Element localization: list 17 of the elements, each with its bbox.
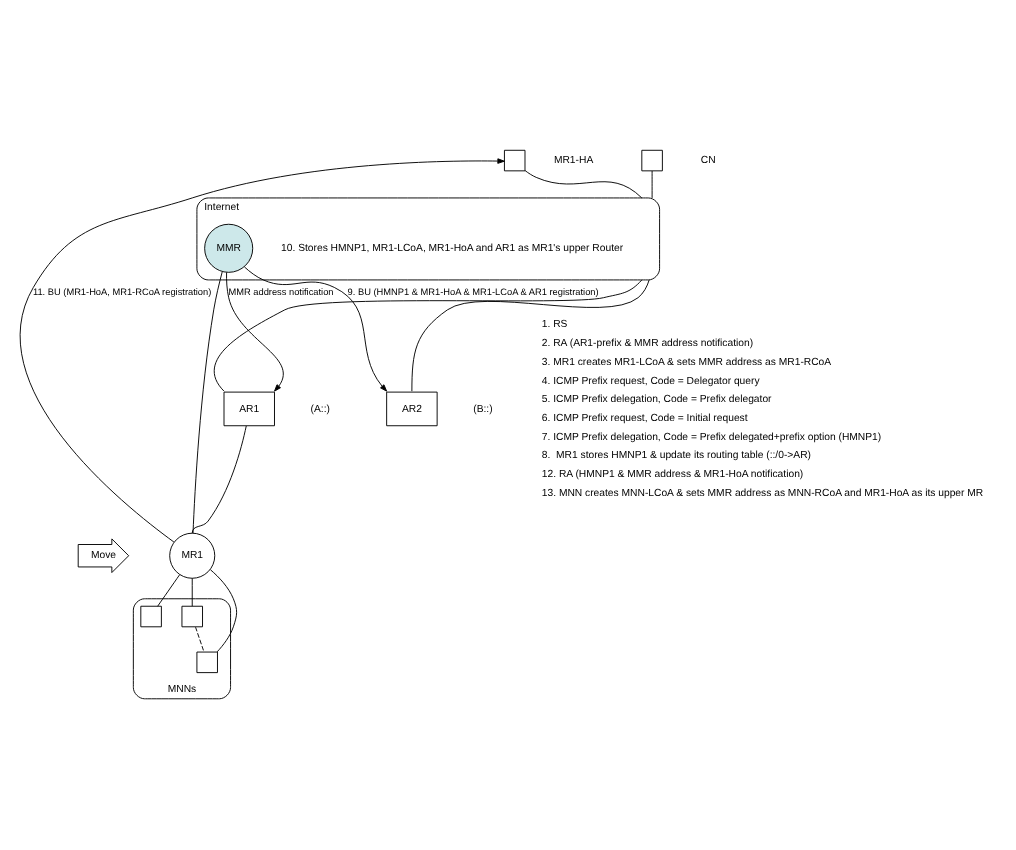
node-box [503, 149, 526, 172]
connector [651, 170, 653, 199]
connector [213, 279, 650, 392]
connector [209, 569, 238, 653]
node-box [140, 605, 162, 628]
arrow [226, 271, 284, 392]
connector [191, 577, 193, 607]
connector [191, 425, 247, 534]
connector [524, 170, 643, 199]
node-box [181, 605, 203, 628]
node-box [196, 651, 218, 674]
connector [192, 271, 223, 534]
connector [157, 574, 181, 607]
node-box [641, 149, 663, 172]
connector [195, 626, 205, 653]
arrow [19, 158, 505, 543]
arrow [243, 266, 388, 392]
